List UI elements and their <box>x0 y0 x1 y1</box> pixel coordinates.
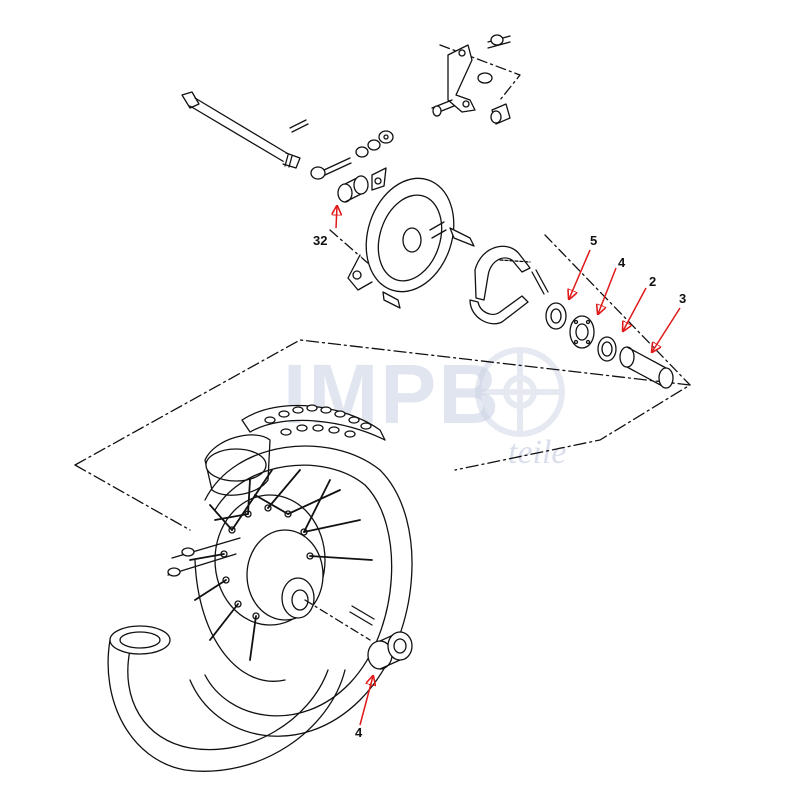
wheel-rim <box>189 445 413 737</box>
axle <box>181 91 301 169</box>
spokes <box>189 469 373 661</box>
spacer-32 <box>337 175 369 203</box>
watermark-gear-icon <box>475 347 565 437</box>
arrow-3 <box>652 307 681 352</box>
collar-3 <box>619 346 674 389</box>
brake-camshaft-lever <box>431 34 511 125</box>
tire <box>107 625 346 772</box>
arrow-4-lower <box>359 676 373 726</box>
callout-4-upper: 4 <box>618 255 626 270</box>
brake-shoes <box>469 245 549 325</box>
arrow-32 <box>336 206 337 229</box>
callout-32: 32 <box>313 233 328 248</box>
bearing-4-lower <box>367 631 413 670</box>
callout-2: 2 <box>649 274 657 289</box>
callout-5: 5 <box>590 233 598 248</box>
loose-spokes <box>167 537 241 577</box>
arrow-2 <box>623 287 647 331</box>
arrow-5 <box>569 249 591 299</box>
callout-3: 3 <box>679 291 687 306</box>
wheel-hub <box>214 494 326 626</box>
brake-panel <box>347 177 475 293</box>
bearing-5 <box>545 302 567 330</box>
chain-adjuster <box>310 130 394 191</box>
watermark-brand: IMPB <box>283 347 501 441</box>
callout-arrows <box>336 206 681 726</box>
callout-4-lower: 4 <box>355 725 363 740</box>
bearing-4-upper <box>569 315 595 349</box>
arrow-4-upper <box>598 267 617 314</box>
oil-seal-2 <box>597 336 617 362</box>
